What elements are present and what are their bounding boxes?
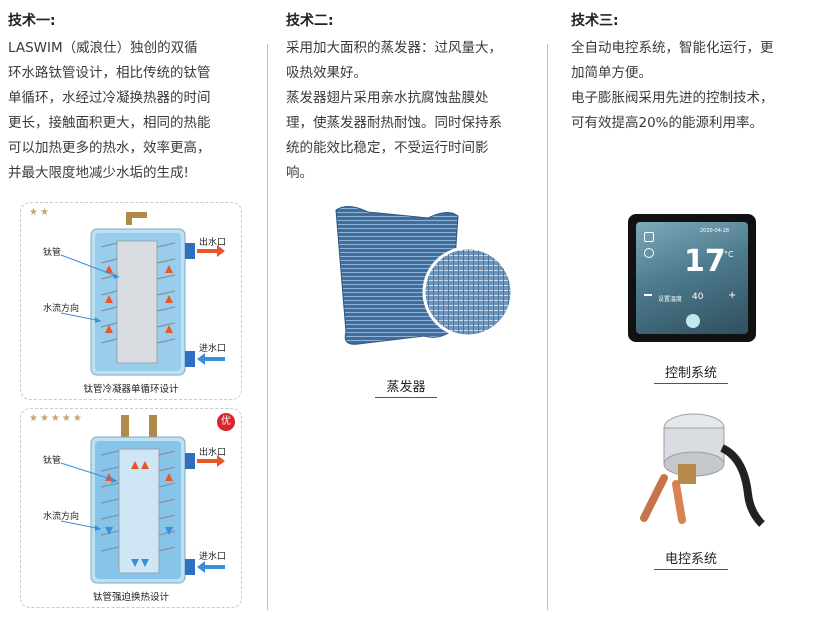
thermostat-unit: °C bbox=[724, 250, 734, 259]
col3-line: 可有效提高20%的能源利用率。 bbox=[571, 115, 764, 131]
label-water-inlet: 进水口 bbox=[199, 552, 227, 562]
thermostat-date: 2020-04-28 bbox=[700, 228, 730, 234]
panel-caption: 钛管强迫换热设计 bbox=[92, 592, 169, 603]
label-water-flow: 水流方向 bbox=[43, 304, 80, 314]
col1-line: 环水路钛管设计，相比传统的钛管 bbox=[8, 65, 211, 81]
forced-exchange-panel: ★★★★★ 优 bbox=[20, 408, 242, 608]
col2-line: 统的能效比稳定，不受运行时间影 bbox=[286, 140, 489, 156]
label-water-outlet: 出水口 bbox=[199, 238, 227, 248]
thermostat-screen: 2020-04-28 17 °C 设置温度 40 + bbox=[636, 222, 748, 334]
col1-line: 更长，接触面积更大，相同的热能 bbox=[8, 115, 211, 131]
mode-icon[interactable] bbox=[644, 232, 654, 242]
col2-title: 技术二: bbox=[286, 13, 334, 29]
forced-exchange-diagram bbox=[60, 415, 225, 584]
control-system-caption: 控制系统 bbox=[654, 362, 728, 384]
plus-icon[interactable]: + bbox=[728, 290, 737, 301]
label-water-flow: 水流方向 bbox=[43, 512, 80, 522]
col2-line: 理，使蒸发器耐热耐蚀。同时保持系 bbox=[286, 115, 502, 131]
thermostat-setting-label: 设置温度 bbox=[658, 296, 683, 303]
column-divider bbox=[547, 44, 548, 610]
col3-line: 全自动电控系统，智能化运行，更 bbox=[571, 40, 774, 56]
rating-stars: ★★ bbox=[29, 207, 51, 218]
label-titanium-tube: 钛管 bbox=[43, 456, 62, 466]
col2-text: 采用加大面积的蒸发器：过风量大， 吸热效果好。 蒸发器翅片采用亲水抗腐蚀盐膜处 … bbox=[286, 36, 536, 186]
minus-icon[interactable] bbox=[644, 294, 652, 296]
col1-line: 可以加热更多的热水，效率更高， bbox=[8, 140, 211, 156]
col1-line: 并最大限度地减少水垢的生成! bbox=[8, 165, 189, 181]
thermostat-setting-value: 40 bbox=[692, 292, 704, 302]
panel-caption: 钛管冷凝器单循环设计 bbox=[83, 384, 179, 395]
col1-line: 单循环，水经过冷凝换热器的时间 bbox=[8, 90, 211, 106]
fan-icon[interactable] bbox=[644, 248, 654, 258]
thermostat-device: 2020-04-28 17 °C 设置温度 40 + bbox=[628, 214, 756, 342]
col1-line: LASWIM（威浪仕）独创的双循 bbox=[8, 40, 198, 56]
col3-line: 电子膨胀阀采用先进的控制技术， bbox=[571, 90, 774, 106]
col1-text: LASWIM（威浪仕）独创的双循 环水路钛管设计，相比传统的钛管 单循环，水经过… bbox=[8, 36, 258, 186]
column-divider bbox=[267, 44, 268, 610]
evaporator-caption: 蒸发器 bbox=[375, 376, 437, 398]
rating-stars: ★★★★★ bbox=[29, 413, 84, 424]
col3-text: 全自动电控系统，智能化运行，更 加简单方便。 电子膨胀阀采用先进的控制技术， 可… bbox=[571, 36, 816, 136]
col2-line: 吸热效果好。 bbox=[286, 65, 367, 81]
thermostat-temperature: 17 bbox=[684, 244, 726, 279]
col3-line: 加简单方便。 bbox=[571, 65, 652, 81]
label-titanium-tube: 钛管 bbox=[43, 248, 62, 258]
label-water-outlet: 出水口 bbox=[199, 448, 227, 458]
col2-line: 响。 bbox=[286, 165, 313, 181]
single-loop-panel: ★★ bbox=[20, 202, 242, 400]
electric-control-caption: 电控系统 bbox=[654, 548, 728, 570]
power-button-icon[interactable] bbox=[686, 314, 700, 328]
label-water-inlet: 进水口 bbox=[199, 344, 227, 354]
expansion-valve-image bbox=[640, 413, 765, 527]
evaporator-image bbox=[335, 206, 514, 345]
col2-line: 蒸发器翅片采用亲水抗腐蚀盐膜处 bbox=[286, 90, 489, 106]
col3-title: 技术三: bbox=[571, 13, 619, 29]
single-loop-diagram bbox=[60, 212, 225, 376]
excellent-badge: 优 bbox=[217, 413, 235, 431]
col1-title: 技术一: bbox=[8, 13, 56, 29]
col2-line: 采用加大面积的蒸发器：过风量大， bbox=[286, 40, 502, 56]
